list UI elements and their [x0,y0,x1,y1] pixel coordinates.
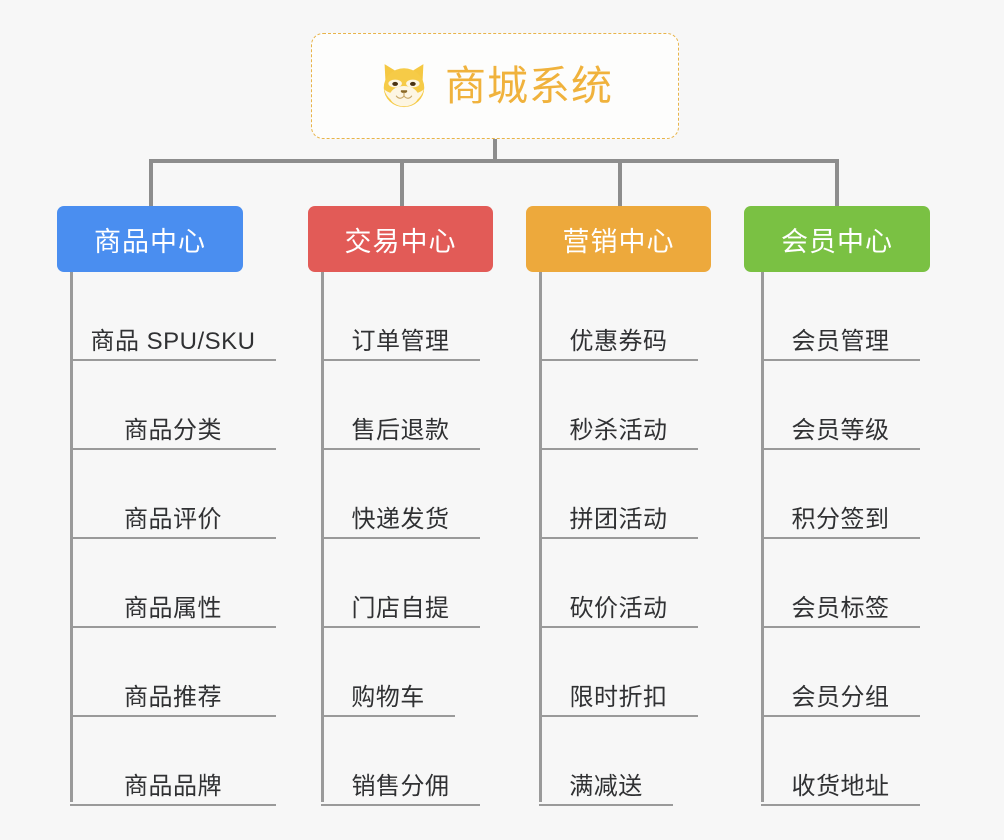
item-label: 快递发货 [351,505,450,533]
category-box-trade-center[interactable]: 交易中心 [308,206,493,272]
list-item[interactable]: 门店自提 [321,539,480,628]
root-node-title: 商城系统 [445,62,613,109]
item-label: 售后退款 [351,416,450,444]
category-label: 商品中心 [94,226,206,257]
list-item[interactable]: 会员管理 [761,272,920,361]
list-item[interactable]: 商品推荐 [70,628,276,717]
item-label: 拼团活动 [569,505,668,533]
item-list-trade-center: 订单管理 售后退款 快递发货 门店自提 购物车 销售分佣 [321,272,480,806]
list-item[interactable]: 砍价活动 [539,539,698,628]
item-label: 商品分类 [124,416,222,444]
item-label: 会员分组 [791,683,890,711]
list-item[interactable]: 秒杀活动 [539,361,698,450]
list-item[interactable]: 会员分组 [761,628,920,717]
root-node-mall-system[interactable]: 商城系统 [311,33,679,139]
category-label: 营销中心 [562,226,675,257]
item-label: 限时折扣 [569,683,668,711]
connector-drop-product-center [149,159,153,206]
connector-drop-marketing-center [618,159,622,206]
list-item[interactable]: 售后退款 [321,361,480,450]
item-label: 商品 SPU/SKU [90,327,256,355]
category-box-member-center[interactable]: 会员中心 [744,206,930,272]
category-label: 会员中心 [781,226,893,257]
item-list-member-center: 会员管理 会员等级 积分签到 会员标签 会员分组 收货地址 [761,272,920,806]
list-item[interactable]: 商品品牌 [70,717,276,806]
list-item[interactable]: 收货地址 [761,717,920,806]
list-item[interactable]: 商品分类 [70,361,276,450]
list-item[interactable]: 销售分佣 [321,717,480,806]
list-item[interactable]: 优惠券码 [539,272,698,361]
connector-drop-member-center [835,159,839,206]
item-label: 商品推荐 [124,683,222,711]
item-label: 商品品牌 [124,772,222,800]
list-item[interactable]: 满减送 [539,717,673,806]
item-label: 商品评价 [124,505,222,533]
list-item[interactable]: 商品 SPU/SKU [70,272,276,361]
item-label: 会员管理 [791,327,890,355]
list-item[interactable]: 快递发货 [321,450,480,539]
item-label: 订单管理 [351,327,450,355]
item-list-marketing-center: 优惠券码 秒杀活动 拼团活动 砍价活动 限时折扣 满减送 [539,272,698,806]
list-item[interactable]: 商品属性 [70,539,276,628]
list-item[interactable]: 限时折扣 [539,628,698,717]
item-label: 购物车 [351,683,425,711]
item-label: 收货地址 [791,772,890,800]
category-label: 交易中心 [344,226,457,257]
list-item[interactable]: 会员等级 [761,361,920,450]
item-label: 门店自提 [351,594,450,622]
item-label: 会员等级 [791,416,890,444]
item-label: 优惠券码 [569,327,668,355]
item-label: 销售分佣 [351,772,450,800]
category-box-marketing-center[interactable]: 营销中心 [526,206,711,272]
category-box-product-center[interactable]: 商品中心 [57,206,243,272]
list-item[interactable]: 会员标签 [761,539,920,628]
list-item[interactable]: 积分签到 [761,450,920,539]
item-label: 商品属性 [124,594,222,622]
list-item[interactable]: 订单管理 [321,272,480,361]
item-label: 会员标签 [791,594,890,622]
connector-horizontal-bus [149,159,839,163]
item-label: 砍价活动 [569,594,668,622]
item-label: 秒杀活动 [569,416,668,444]
item-label: 满减送 [569,772,643,800]
list-item[interactable]: 拼团活动 [539,450,698,539]
shiba-dog-face-icon [377,59,431,113]
list-item[interactable]: 商品评价 [70,450,276,539]
connector-root-stem [493,139,497,163]
connector-drop-trade-center [400,159,404,206]
item-label: 积分签到 [791,505,890,533]
list-item[interactable]: 购物车 [321,628,455,717]
item-list-product-center: 商品 SPU/SKU 商品分类 商品评价 商品属性 商品推荐 商品品牌 [70,272,276,806]
